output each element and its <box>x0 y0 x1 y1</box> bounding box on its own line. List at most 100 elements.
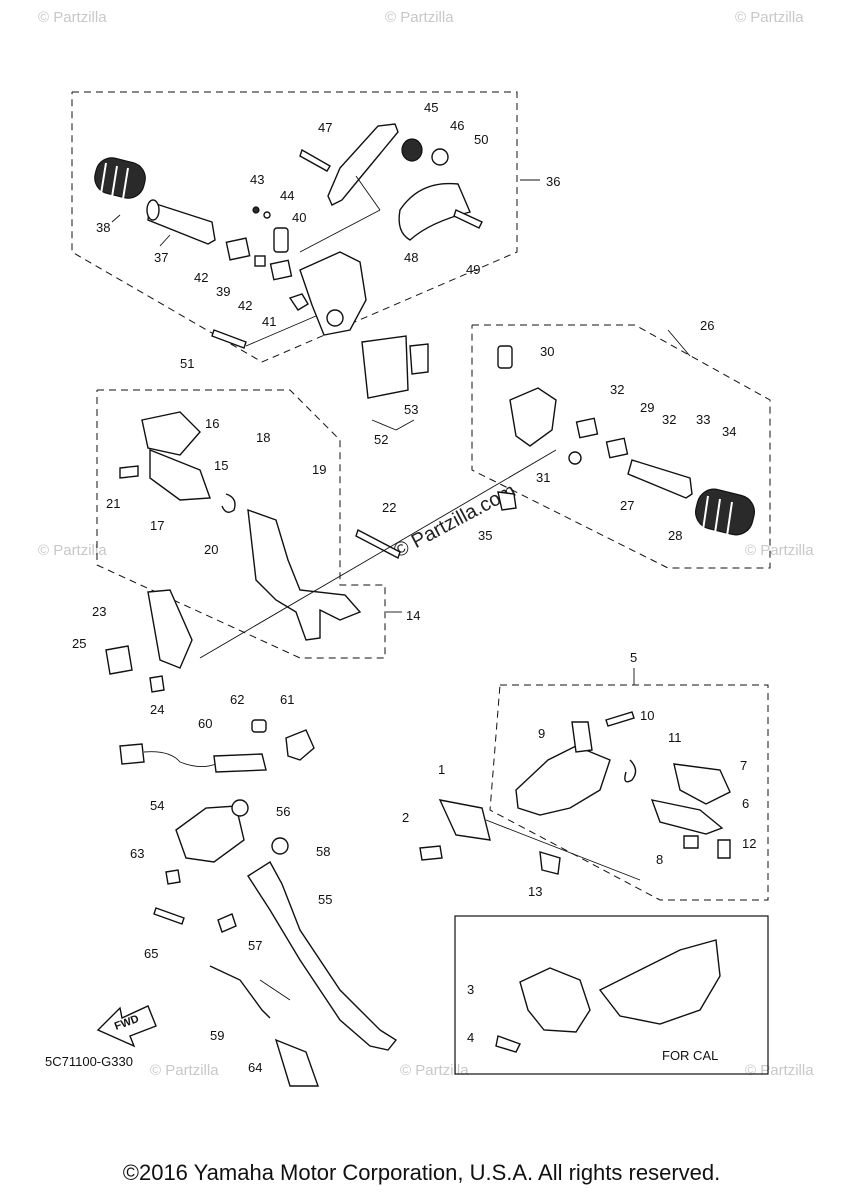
sidestand-assembly <box>119 719 398 1087</box>
callout-4: 4 <box>467 1030 474 1045</box>
callout-49: 49 <box>466 262 480 277</box>
connector <box>119 743 145 765</box>
callout-45: 45 <box>424 100 438 115</box>
callout-11: 11 <box>668 730 682 745</box>
group-26-outline <box>471 324 771 569</box>
callout-51: 51 <box>180 356 194 371</box>
callout-3: 3 <box>467 982 474 997</box>
leader-lines <box>111 175 691 1001</box>
callout-numbers: 1 2 3 4 5 6 7 8 9 10 11 12 13 14 15 16 1… <box>72 100 756 1075</box>
callout-18: 18 <box>256 430 270 445</box>
callout-13: 13 <box>528 884 542 899</box>
footrest-15 <box>149 448 211 501</box>
callout-15: 15 <box>214 458 228 473</box>
callout-52: 52 <box>374 432 388 447</box>
bracket-54 <box>175 805 245 863</box>
callout-17: 17 <box>150 518 164 533</box>
callout-33: 33 <box>696 412 710 427</box>
plate-52 <box>361 335 409 399</box>
callout-58: 58 <box>316 844 330 859</box>
callout-1: 1 <box>438 762 445 777</box>
callout-12: 12 <box>742 836 756 851</box>
callout-65: 65 <box>144 946 158 961</box>
callout-5: 5 <box>630 650 637 665</box>
callout-42a: 42 <box>194 270 208 285</box>
callout-8: 8 <box>656 852 663 867</box>
spring-59 <box>209 965 271 1019</box>
callout-48: 48 <box>404 250 418 265</box>
bracket-1 <box>438 799 491 841</box>
callout-59: 59 <box>210 1028 224 1043</box>
callout-36: 36 <box>546 174 560 189</box>
watermark-bottom-right: © Partzilla <box>745 1062 814 1079</box>
watermark-mid-left: © Partzilla <box>38 542 107 559</box>
footpeg-rubber-38 <box>94 157 146 200</box>
switch-60 <box>213 753 267 773</box>
callout-50: 50 <box>474 132 488 147</box>
footrest-bracket-right <box>509 387 557 447</box>
callout-19: 19 <box>312 462 326 477</box>
cover-61 <box>285 729 315 761</box>
for-cal-box <box>454 915 769 1075</box>
callout-43: 43 <box>250 172 264 187</box>
callout-7: 7 <box>740 758 747 773</box>
watermark-bottom-center: © Partzilla <box>400 1062 469 1079</box>
group-26-rear-right-footrest <box>471 324 771 569</box>
callout-56: 56 <box>276 804 290 819</box>
callout-60: 60 <box>198 716 212 731</box>
fwd-arrow: FWD <box>96 1005 157 1048</box>
for-cal-inset: FOR CAL <box>454 915 769 1075</box>
copyright-footer: ©2016 Yamaha Motor Corporation, U.S.A. A… <box>122 1160 721 1185</box>
callout-27: 27 <box>620 498 634 513</box>
callout-35: 35 <box>478 528 492 543</box>
callout-47: 47 <box>318 120 332 135</box>
group-5-right-step <box>419 684 769 901</box>
watermarks: © Partzilla © Partzilla © Partzilla © Pa… <box>38 9 814 1079</box>
callout-42b: 42 <box>238 298 252 313</box>
watermark-top-left: © Partzilla <box>38 9 107 26</box>
footrest-16 <box>141 411 201 456</box>
callout-61: 61 <box>280 692 294 707</box>
heel-guard-48 <box>398 182 471 241</box>
bracket-3 <box>519 967 591 1033</box>
callout-37: 37 <box>154 250 168 265</box>
callout-53: 53 <box>404 402 418 417</box>
callout-55: 55 <box>318 892 332 907</box>
watermark-top-center: © Partzilla <box>385 9 454 26</box>
callout-32b: 32 <box>662 412 676 427</box>
footpeg-27 <box>627 459 693 499</box>
callout-64: 64 <box>248 1060 262 1075</box>
footpeg-37 <box>146 199 216 245</box>
bracket-45 <box>327 123 399 206</box>
callout-20: 20 <box>204 542 218 557</box>
callout-63: 63 <box>130 846 144 861</box>
callout-54: 54 <box>150 798 164 813</box>
group-36-outline <box>71 91 518 363</box>
callout-9: 9 <box>538 726 545 741</box>
fwd-arrow-icon <box>96 1005 157 1048</box>
callout-32a: 32 <box>610 382 624 397</box>
callout-26: 26 <box>700 318 714 333</box>
callout-39: 39 <box>216 284 230 299</box>
step-bracket <box>515 745 611 816</box>
callout-46: 46 <box>450 118 464 133</box>
callout-22: 22 <box>382 500 396 515</box>
bracket-cal-ghost <box>598 939 721 1025</box>
callout-30: 30 <box>540 344 554 359</box>
callout-10: 10 <box>640 708 654 723</box>
callout-62: 62 <box>230 692 244 707</box>
callout-28: 28 <box>668 528 682 543</box>
callout-34: 34 <box>722 424 736 439</box>
footrest-bracket <box>299 251 367 336</box>
group-14-left-step <box>96 389 401 693</box>
callout-29: 29 <box>640 400 654 415</box>
callout-16: 16 <box>205 416 219 431</box>
group-5-outline <box>489 684 769 901</box>
callout-25: 25 <box>72 636 86 651</box>
diagram-code: 5C71100-G330 <box>45 1054 133 1069</box>
callout-21: 21 <box>106 496 120 511</box>
callout-40: 40 <box>292 210 306 225</box>
footrest-7 <box>673 763 731 805</box>
callout-23: 23 <box>92 604 106 619</box>
